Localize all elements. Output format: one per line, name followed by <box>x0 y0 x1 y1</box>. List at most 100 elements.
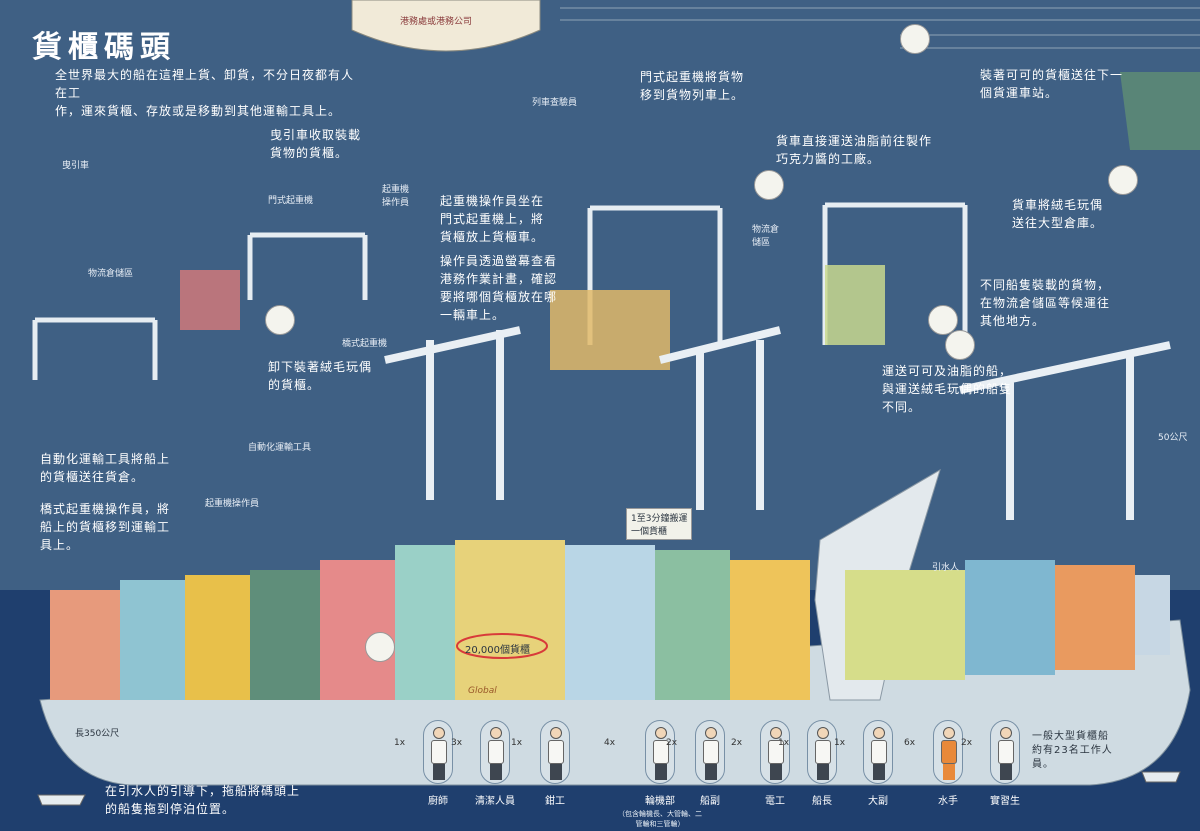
note-line: 約有23名工作人 <box>1032 745 1113 756</box>
crew-figure <box>863 720 893 784</box>
crew-figure <box>423 720 453 784</box>
note-crew-count: 一般大型貨櫃船 約有23名工作人 員。 <box>1032 730 1113 772</box>
crane-operator-2-label: 起重機操作員 <box>205 499 260 509</box>
intro-line-1: 全世界最大的船在這裡上貨、卸貨，不分日夜都有人在工 <box>55 68 355 100</box>
note-line: 貨車直接運送油脂前往製作 <box>776 134 933 148</box>
storage-left-label: 物流倉儲區 <box>88 269 134 279</box>
intro-text: 全世界最大的船在這裡上貨、卸貨，不分日夜都有人在工 作，運來貨櫃、存放或是移動到… <box>55 66 355 120</box>
crew-figure <box>645 720 675 784</box>
note-line: 門式起重機上，將 <box>440 212 545 226</box>
note-line: 不同船隻裝載的貨物， <box>980 278 1111 292</box>
crew-mate: 2x 船副 <box>666 720 740 807</box>
plush-toy-bubble-3 <box>365 632 395 662</box>
crew-figure <box>540 720 570 784</box>
crew-count: 4x <box>604 738 616 748</box>
crew-count: 2x <box>731 738 743 748</box>
note-line: 與運送絨毛玩偶的船隻 <box>882 382 1013 396</box>
crew-role-detail: （包含輪機長、大管輪、二管輪和三管輪） <box>618 810 702 828</box>
crew-role: 電工 <box>765 796 785 807</box>
note-line: 不同。 <box>882 400 922 414</box>
yard-stack-3 <box>180 270 240 330</box>
note-line: 曳引車收取裝載 <box>270 128 362 142</box>
port-office-building <box>351 0 541 52</box>
note-line: 橋式起重機操作員，將 <box>40 502 171 516</box>
crew-first-mate: 1x 大副 <box>834 720 908 807</box>
crew-engine-dept: 4x 輪機部 （包含輪機長、大管輪、二管輪和三管輪） <box>604 720 702 829</box>
note-screen-plan: 操作員透過螢幕查看 港務作業計畫，確認 要將哪個貨櫃放在哪 一輛車上。 <box>440 252 557 324</box>
note-line: 具上。 <box>40 538 80 552</box>
railway-tracks <box>560 7 1200 49</box>
note-line: 移到貨物列車上。 <box>640 88 745 102</box>
note-storage-wait: 不同船隻裝載的貨物， 在物流倉儲區等候運往 其他地方。 <box>980 276 1110 330</box>
note-line: 在物流倉儲區等候運往 <box>980 296 1111 310</box>
train-inspector-label: 列車查驗員 <box>532 98 578 108</box>
crew-count: 3x <box>451 738 463 748</box>
crew-cook: 1x 廚師 <box>394 720 468 807</box>
crane-operator-label: 起重機操作員 <box>382 185 410 208</box>
crew-figure <box>990 720 1020 784</box>
crew-figure <box>760 720 790 784</box>
note-line: 貨物的貨櫃。 <box>270 146 349 160</box>
cocoa-beans-bubble <box>754 170 784 200</box>
crew-role: 大副 <box>868 796 888 807</box>
note-different-ships: 運送可可及油脂的船， 與運送絨毛玩偶的船隻 不同。 <box>882 362 1012 416</box>
note-line: 自動化運輸工具將船上 <box>40 452 171 466</box>
note-pilot: 在引水人的引導下，拖船將碼頭上 的船隻拖到停泊位置。 <box>105 782 300 818</box>
storage-mid-label: 物流倉儲區 <box>752 225 780 248</box>
note-gantry-train: 門式起重機將貨物 移到貨物列車上。 <box>640 68 744 104</box>
auto-transport-label: 自動化運輸工具 <box>248 443 312 453</box>
plush-toy-bubble-2 <box>265 305 295 335</box>
crew-role: 實習生 <box>990 796 1020 807</box>
bridge-crane-label: 橋式起重機 <box>342 339 388 349</box>
crew-role: 清潔人員 <box>475 796 515 807</box>
tugboat-left <box>37 794 86 806</box>
note-line: 操作員透過螢幕查看 <box>440 254 558 268</box>
yard-stack-1 <box>550 290 670 370</box>
note-bridge-operator: 橋式起重機操作員，將 船上的貨櫃移到運輸工 具上。 <box>40 500 170 554</box>
crew-role: 船副 <box>700 796 720 807</box>
note-line: 門式起重機將貨物 <box>640 70 745 84</box>
gantry-crane-label: 門式起重機 <box>268 196 314 206</box>
note-line: 起重機操作員坐在 <box>440 194 545 208</box>
page-title: 貨櫃碼頭 <box>32 30 176 65</box>
crew-count: 1x <box>394 738 406 748</box>
note-line: 的貨櫃。 <box>268 378 321 392</box>
note-line: 一輛車上。 <box>440 308 506 322</box>
note-to-train-station: 裝著可可的貨櫃送往下一 個貨運車站。 <box>980 66 1123 102</box>
note-truck-cocoa: 貨車直接運送油脂前往製作 巧克力醬的工廠。 <box>776 132 932 168</box>
tractor-label: 曳引車 <box>62 161 90 171</box>
note-line: 卸下裝著絨毛玩偶 <box>268 360 373 374</box>
note-line: 員。 <box>1032 759 1054 770</box>
crew-sailor: 6x 水手 <box>904 720 978 807</box>
note-line: 運送可可及油脂的船， <box>882 364 1013 378</box>
note-line: 港務作業計畫，確認 <box>440 272 558 286</box>
yard-stack-2 <box>825 265 885 345</box>
container-count-highlight <box>456 633 548 659</box>
ship-containers <box>50 540 1170 700</box>
crew-cleaner: 3x 清潔人員 <box>451 720 525 807</box>
move-time-line-2: 一個貨櫃 <box>631 527 668 537</box>
note-truck-toys: 貨車將絨毛玩偶 送往大型倉庫。 <box>1012 196 1103 232</box>
note-line: 在引水人的引導下，拖船將碼頭上 <box>105 784 301 798</box>
port-office-label: 港務處或港務公司 <box>400 17 473 27</box>
move-time-line-1: 1至3分鐘搬運 <box>631 514 688 524</box>
bridge-cranes <box>384 326 1171 520</box>
crew-role: 廚師 <box>428 796 448 807</box>
note-line: 送往大型倉庫。 <box>1012 216 1104 230</box>
cocoa-bubble-2 <box>928 305 958 335</box>
crew-role: 鉗工 <box>545 796 565 807</box>
note-line: 船上的貨櫃移到運輸工 <box>40 520 171 534</box>
note-line: 的船隻拖到停泊位置。 <box>105 802 236 816</box>
note-line: 的貨櫃送往貨倉。 <box>40 470 145 484</box>
crew-figure <box>933 720 963 784</box>
station-canopy <box>1120 72 1200 150</box>
note-line: 貨櫃放上貨櫃車。 <box>440 230 545 244</box>
crew-role: 輪機部 <box>645 796 675 807</box>
crew-figure <box>807 720 837 784</box>
oil-bubble <box>945 330 975 360</box>
note-line: 其他地方。 <box>980 314 1046 328</box>
intro-line-2: 作，運來貨櫃、存放或是移動到其他運輸工具上。 <box>55 104 342 118</box>
crew-intern: 2x 實習生 <box>961 720 1035 807</box>
